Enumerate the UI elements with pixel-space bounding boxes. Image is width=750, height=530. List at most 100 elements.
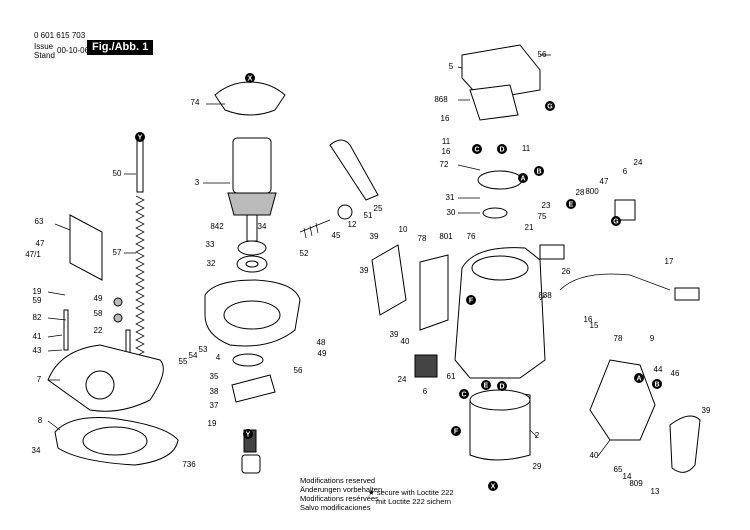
part-label-51: 51: [364, 211, 373, 220]
part-label-5: 5: [449, 62, 454, 71]
marker-x: X: [245, 73, 255, 83]
part-label-28: 28: [576, 188, 585, 197]
part-label-76: 76: [467, 232, 476, 241]
part-label-39: 39: [390, 330, 399, 339]
marker-circle: [566, 199, 576, 209]
marker-letter: D: [499, 146, 504, 153]
marker-a: A: [634, 373, 644, 383]
star-icon: ★: [368, 488, 375, 497]
marker-circle: [488, 481, 498, 491]
marker-letter: Y: [138, 134, 143, 141]
leader-lines: [47, 54, 611, 457]
part-label-34: 34: [32, 446, 41, 455]
part-label-39: 39: [360, 266, 369, 275]
stand-label: Stand: [34, 51, 55, 60]
part-label-30: 30: [447, 208, 456, 217]
marker-d: D: [497, 381, 507, 391]
part-label-37: 37: [210, 401, 219, 410]
marker-letter: B: [536, 168, 541, 175]
part-label-3: 3: [195, 178, 200, 187]
part-label-17: 17: [665, 257, 674, 266]
marker-b: B: [534, 166, 544, 176]
part-label-842: 842: [210, 222, 224, 231]
marker-e: E: [481, 380, 491, 390]
marker-circle: [466, 295, 476, 305]
marker-letter: E: [569, 201, 574, 208]
part-label-49: 49: [94, 294, 103, 303]
part-label-34: 34: [258, 222, 267, 231]
part-label-39: 39: [702, 406, 711, 415]
marker-letter: F: [454, 428, 459, 435]
part-label-50: 50: [113, 169, 122, 178]
part-label-4: 4: [216, 353, 221, 362]
marker-circle: [652, 379, 662, 389]
marker-c: C: [459, 389, 469, 399]
marker-letter: C: [461, 391, 466, 398]
part-label-11: 11: [442, 137, 451, 146]
marker-circle: [459, 389, 469, 399]
marker-f: F: [451, 426, 461, 436]
marker-circle: [243, 429, 253, 439]
part-label-59: 59: [33, 296, 42, 305]
part-label-43: 43: [33, 346, 42, 355]
part-label-21: 21: [525, 223, 534, 232]
part-label-45: 45: [332, 231, 341, 240]
loctite-note: ★ secure with Loctite 222: [368, 488, 454, 497]
marker-e: E: [566, 199, 576, 209]
part-label-13: 13: [651, 487, 660, 496]
part-label-48: 48: [317, 338, 326, 347]
marker-d: D: [497, 144, 507, 154]
marker-circle: [534, 166, 544, 176]
part-label-49: 49: [318, 349, 327, 358]
marker-y: Y: [243, 429, 253, 439]
part-label-16: 16: [441, 114, 450, 123]
marker-circle: [135, 132, 145, 142]
marker-letter: C: [474, 146, 479, 153]
marker-g: G: [611, 216, 621, 226]
part-label-47-1: 47/1: [25, 250, 41, 259]
part-label-10: 10: [399, 225, 408, 234]
marker-a: A: [518, 173, 528, 183]
part-label-33: 33: [206, 240, 215, 249]
issue-date: 00-10-06: [57, 46, 90, 55]
marker-circle: [518, 173, 528, 183]
part-label-6: 6: [623, 167, 628, 176]
part-label-6: 6: [423, 387, 428, 396]
modifications-en: Modifications reserved: [300, 476, 376, 485]
part-label-55: 55: [179, 357, 188, 366]
part-label-52: 52: [300, 249, 309, 258]
armature-assembly: [204, 81, 379, 474]
part-label-75: 75: [538, 212, 547, 221]
part-label-12: 12: [348, 220, 357, 229]
part-label-8: 8: [38, 416, 43, 425]
part-label-39: 39: [370, 232, 379, 241]
part-label-57: 57: [113, 248, 122, 257]
issue-label: Issue: [34, 42, 54, 51]
part-label-65: 65: [614, 465, 623, 474]
part-label-736: 736: [182, 460, 196, 469]
part-label-40: 40: [590, 451, 599, 460]
part-label-40: 40: [401, 337, 410, 346]
modifications-notice: Modifications reserved Änderungen vorbeh…: [300, 476, 382, 512]
guide-rod-assembly: [47, 139, 179, 466]
part-label-19: 19: [33, 287, 42, 296]
marker-letter: B: [654, 381, 659, 388]
modifications-fr: Modifications resérvées: [300, 494, 379, 503]
part-label-47: 47: [600, 177, 609, 186]
loctite-note-en: secure with Loctite 222: [376, 488, 454, 497]
part-label-56: 56: [538, 50, 547, 59]
marker-x: X: [488, 481, 498, 491]
motor-housing-assembly: [371, 44, 701, 473]
part-label-15: 15: [590, 321, 599, 330]
part-label-9: 9: [650, 334, 655, 343]
part-label-72: 72: [440, 160, 449, 169]
part-label-888: 888: [538, 291, 552, 300]
part-label-24: 24: [634, 158, 643, 167]
part-label-47: 47: [36, 239, 45, 248]
modifications-es: Salvo modificaciones: [300, 503, 371, 512]
part-label-809: 809: [629, 479, 643, 488]
part-label-82: 82: [33, 313, 42, 322]
part-label-54: 54: [189, 351, 198, 360]
